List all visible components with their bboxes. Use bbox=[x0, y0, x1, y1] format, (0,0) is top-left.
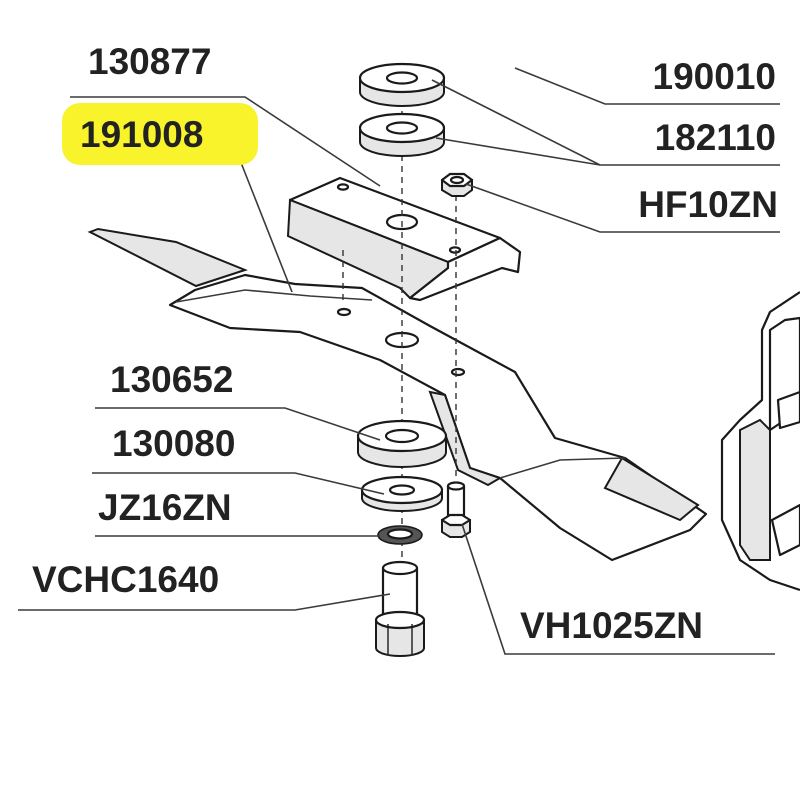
label-182110: 182110 bbox=[655, 117, 776, 158]
bracket-right-wall bbox=[408, 236, 522, 302]
spring-washer-jz16zn bbox=[377, 525, 423, 545]
washer-130080 bbox=[360, 475, 444, 512]
leader-lines bbox=[18, 67, 780, 655]
blade-right-edge bbox=[499, 457, 626, 479]
label-hf10zn: HF10ZN bbox=[638, 184, 778, 225]
top-bracket bbox=[286, 176, 522, 302]
label-jz16zn: JZ16ZN bbox=[98, 487, 232, 528]
leader-hf10zn bbox=[465, 183, 780, 233]
blade-hole-small-right bbox=[450, 367, 466, 377]
part-labels: 130877 191008 190010 182110 HF10ZN 13065… bbox=[32, 41, 778, 646]
bolt-vh1025zn bbox=[440, 481, 472, 538]
leader-vh1025zn bbox=[461, 523, 775, 655]
label-top-cut: 130877 bbox=[88, 41, 211, 82]
leader-190010 bbox=[514, 67, 780, 105]
leader-182110-a bbox=[431, 79, 601, 166]
nut-hf10zn bbox=[440, 172, 474, 197]
bracket-hole-right bbox=[448, 246, 462, 254]
blade-body bbox=[168, 273, 708, 562]
leader-top-cut bbox=[70, 96, 381, 187]
blade-hole-small-left bbox=[336, 307, 352, 317]
leader-191008 bbox=[237, 154, 293, 293]
bracket-hole-left bbox=[336, 183, 350, 191]
spacer-130652 bbox=[356, 419, 448, 468]
machine-housing-fragment bbox=[720, 291, 800, 592]
leader-130652 bbox=[95, 407, 381, 441]
blade bbox=[87, 227, 708, 562]
label-190010: 190010 bbox=[653, 56, 776, 97]
blade-edge-line bbox=[175, 289, 373, 303]
label-vchc1640: VCHC1640 bbox=[32, 559, 219, 600]
blade-left-flap bbox=[87, 227, 248, 288]
blade-right-flap bbox=[603, 456, 700, 522]
washer-182110 bbox=[358, 112, 446, 157]
part-number-highlight bbox=[62, 103, 258, 165]
label-130080: 130080 bbox=[112, 423, 235, 464]
label-vh1025zn: VH1025ZN bbox=[520, 605, 703, 646]
label-191008: 191008 bbox=[80, 114, 203, 155]
washer-190010 bbox=[358, 62, 446, 107]
bolt-vchc1640 bbox=[374, 560, 426, 657]
leader-vchc1640 bbox=[18, 593, 391, 611]
leader-182110-b bbox=[435, 137, 780, 166]
label-130652: 130652 bbox=[110, 359, 233, 400]
leader-130080 bbox=[92, 472, 385, 495]
